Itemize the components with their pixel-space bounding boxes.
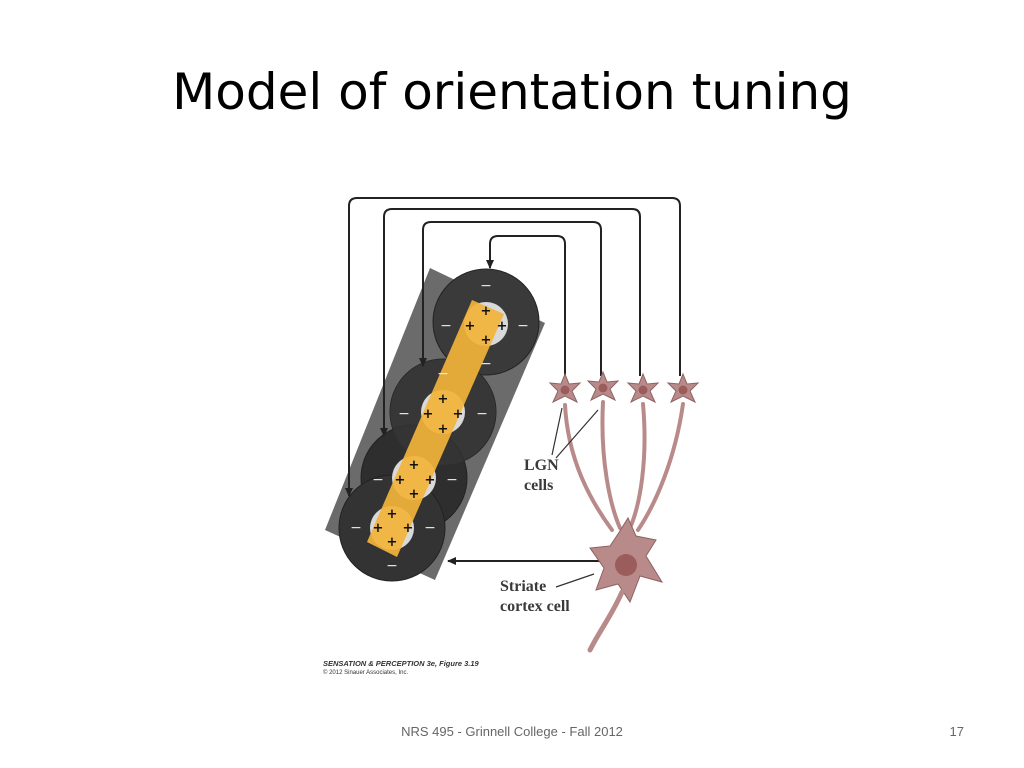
svg-text:+: + (395, 473, 406, 488)
lgn-cells-label: LGN cells (524, 456, 559, 496)
svg-text:+: + (438, 422, 449, 437)
svg-text:+: + (481, 333, 492, 348)
lgn-cell-1 (548, 372, 582, 404)
projection-line-2 (419, 221, 602, 376)
page-number: 17 (949, 724, 964, 739)
striate-label-line-2: cortex cell (500, 598, 570, 615)
orientation-tuning-diagram: + + + + + + + + + + + + + + + + − − − − … (310, 185, 730, 655)
lgn-label-pointers (551, 407, 599, 459)
svg-text:−: − (424, 520, 436, 536)
credit-title: SENSATION & PERCEPTION 3e, Figure 3.19 (323, 659, 479, 668)
svg-text:+: + (373, 521, 384, 536)
striate-cortex-label: Striate cortex cell (500, 577, 570, 617)
projection-line-1 (486, 235, 566, 378)
svg-text:−: − (446, 472, 458, 488)
footer-text: NRS 495 - Grinnell College - Fall 2012 (401, 724, 623, 739)
svg-text:+: + (423, 407, 434, 422)
svg-text:−: − (386, 558, 398, 574)
svg-text:−: − (398, 406, 410, 422)
striate-label-pointer (555, 573, 595, 588)
svg-text:+: + (481, 304, 492, 319)
svg-text:−: − (517, 318, 529, 334)
svg-text:−: − (480, 356, 492, 372)
oriented-bar-stimulus (367, 300, 504, 557)
lgn-label-line-2: cells (524, 477, 554, 494)
lgn-cells (548, 370, 700, 404)
slide-title: Model of orientation tuning (172, 63, 852, 121)
lgn-projections (345, 197, 681, 565)
svg-text:+: + (387, 507, 398, 522)
lgn-cell-3 (626, 372, 660, 404)
svg-text:+: + (409, 487, 420, 502)
svg-text:−: − (480, 278, 492, 294)
minus-signs: − − − − − − − − − − − − (350, 278, 529, 574)
svg-text:+: + (403, 521, 414, 536)
striate-cortex-cell (587, 516, 664, 653)
lgn-label-line-1: LGN (524, 457, 559, 474)
lgn-cell-2 (586, 370, 620, 402)
svg-text:+: + (438, 392, 449, 407)
svg-text:−: − (350, 520, 362, 536)
diagram-svg: + + + + + + + + + + + + + + + + − − − − … (325, 197, 700, 653)
svg-text:−: − (437, 366, 449, 382)
plus-signs: + + + + + + + + + + + + + + + + (373, 304, 508, 550)
striate-label-line-1: Striate (500, 578, 547, 595)
lgn-cell-4 (666, 372, 700, 404)
svg-text:−: − (372, 472, 384, 488)
svg-text:+: + (387, 535, 398, 550)
projection-line-3 (380, 208, 641, 437)
svg-text:+: + (409, 458, 420, 473)
svg-text:+: + (497, 319, 508, 334)
figure-credit: SENSATION & PERCEPTION 3e, Figure 3.19 ©… (323, 659, 479, 677)
svg-text:+: + (425, 473, 436, 488)
lgn-axons (563, 400, 685, 532)
svg-text:+: + (465, 319, 476, 334)
svg-text:+: + (453, 407, 464, 422)
projection-line-4 (345, 197, 681, 497)
svg-text:−: − (476, 406, 488, 422)
svg-text:−: − (440, 318, 452, 334)
credit-copyright: © 2012 Sinauer Associates, Inc. (323, 670, 409, 676)
